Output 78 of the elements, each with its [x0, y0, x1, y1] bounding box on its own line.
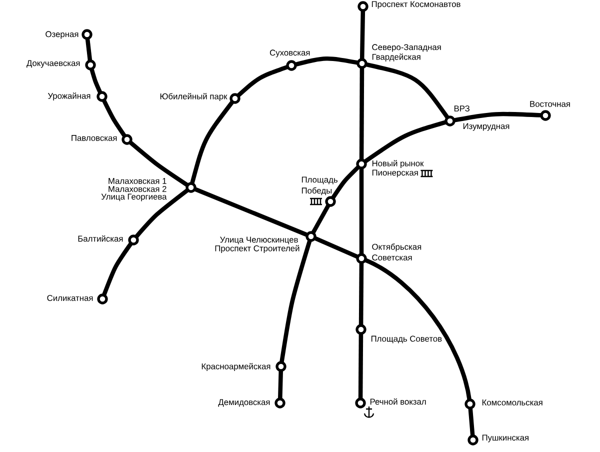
metro-line [311, 204, 330, 234]
station-circle [356, 58, 368, 69]
metro-line [102, 242, 133, 296]
station-label: Улица Георгиева [101, 194, 167, 202]
metro-line [454, 112, 542, 122]
station-circle [358, 1, 368, 12]
station-label: Урожайная [48, 92, 90, 100]
station-circle [355, 398, 366, 408]
station-label: Малаховская 2 [108, 186, 166, 192]
metro-line [365, 62, 450, 119]
station-circle [186, 182, 196, 193]
metro-line [358, 333, 364, 399]
station-circle [286, 60, 297, 71]
metro-line [236, 64, 288, 98]
metro-line [364, 258, 472, 400]
station-circle [356, 324, 366, 335]
station-circle [468, 434, 478, 446]
metro-line [194, 187, 308, 237]
station-label: Озерная [46, 31, 78, 39]
station-circle [464, 398, 476, 410]
station-label: Северо-Западная [372, 44, 441, 52]
station-label: Красноармейская [202, 363, 270, 371]
station-circle [356, 253, 367, 264]
station-label: Юбилейный парк [160, 93, 228, 101]
station-label: Площадь Советов [371, 336, 442, 344]
metro-line [190, 100, 234, 184]
station-circle [82, 29, 92, 40]
station-label: Речной вокзал [370, 398, 426, 405]
station-label: Суховская [270, 50, 310, 58]
station-label: ВРЗ [454, 106, 470, 112]
station-circle [444, 116, 456, 126]
metro-line [330, 165, 360, 200]
metro-line [294, 56, 358, 67]
metro-line [102, 99, 127, 138]
metro-line [85, 38, 92, 62]
metro-line [314, 236, 359, 259]
station-circle [325, 196, 336, 207]
station-label: Павловская [72, 135, 117, 141]
station-circle [230, 93, 240, 104]
station-label: Силикатная [47, 295, 93, 301]
metro-line [359, 168, 364, 254]
metro-line [358, 262, 364, 326]
station-label: Восточная [530, 101, 570, 107]
station-label: Комсомольская [482, 400, 542, 406]
station-label: Улица Челюскинцев [220, 236, 298, 244]
station-label: Пушкинская [482, 434, 528, 442]
station-label: Гвардейская [372, 54, 420, 62]
metro-line [280, 240, 312, 363]
station-label: Демидовская [218, 399, 270, 407]
station-label: Октябрьская [372, 244, 422, 252]
station-circle [276, 361, 286, 372]
metro-line [90, 68, 102, 94]
station-circle [128, 234, 139, 246]
station-circle [85, 60, 96, 70]
metro-line [134, 188, 190, 238]
station-label: Докучаевская [26, 60, 80, 68]
station-circle [97, 294, 108, 304]
metro-line [468, 408, 475, 436]
metro-line [278, 370, 284, 400]
station-circle [122, 134, 132, 145]
metro-line [128, 140, 189, 188]
station-label: Площадь Победы [302, 176, 338, 196]
station-circle [274, 398, 286, 408]
metro-line [360, 10, 366, 60]
metro-line [364, 120, 447, 164]
station-label: Новый рынок [372, 160, 424, 168]
station-circle [540, 110, 551, 121]
station-label: Проспект Космонавтов [372, 1, 460, 9]
station-circle [306, 231, 316, 242]
station-circle [356, 158, 367, 170]
station-label: Проспект Строителей [215, 245, 300, 253]
station-label: Пионерская [372, 170, 418, 178]
station-label: Советская [372, 254, 412, 260]
station-circle [96, 91, 108, 102]
metro-line [359, 67, 364, 160]
station-label: Изумрудная [463, 123, 510, 131]
station-label: Малаховская 1 [108, 178, 166, 184]
station-label: Балтийская [78, 235, 123, 242]
